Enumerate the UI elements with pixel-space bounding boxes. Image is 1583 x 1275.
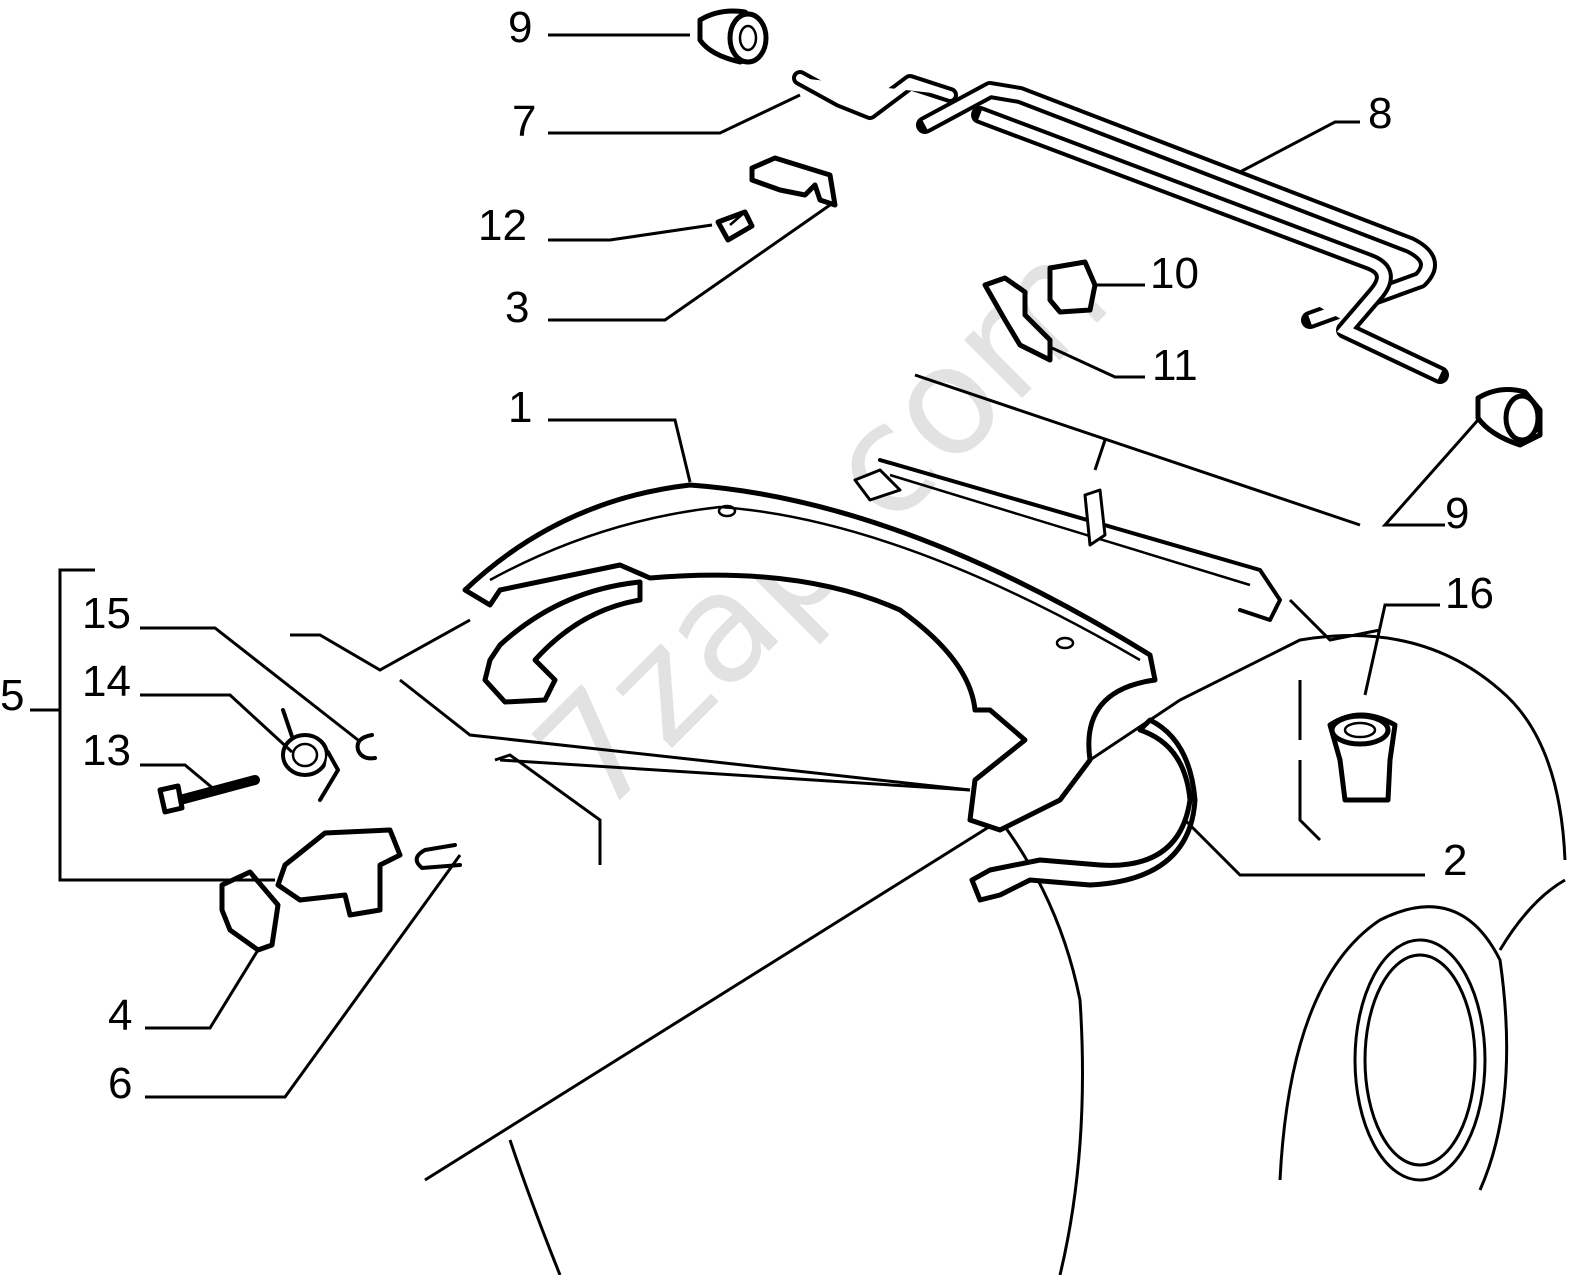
pin-part-13 (157, 775, 260, 815)
callout-3: 3 (505, 283, 529, 332)
bushing-part-9-top (697, 8, 769, 65)
rod-part-7-inner (796, 74, 954, 116)
clip-part-15 (355, 733, 377, 761)
callout-5: 5 (0, 671, 24, 720)
callout-16: 16 (1445, 569, 1494, 618)
clip-part-3 (749, 155, 838, 208)
grommet-part-16 (1327, 712, 1398, 803)
bushing-part-9-right (1475, 387, 1543, 448)
rail-assembly (853, 458, 1282, 622)
callout-2: 2 (1443, 836, 1467, 885)
bracket-part-11 (982, 275, 1053, 363)
spring-part-14 (281, 708, 340, 802)
seal-part-2 (969, 717, 1198, 903)
leader-lines (30, 33, 1480, 1099)
callout-10: 10 (1150, 249, 1199, 298)
callout-14: 14 (82, 657, 131, 706)
callout-15: 15 (82, 589, 131, 638)
callout-4: 4 (108, 991, 132, 1040)
callout-12: 12 (478, 201, 527, 250)
rod-part-8 (916, 81, 1449, 384)
callout-1: 1 (508, 383, 532, 432)
callout-9-top: 9 (508, 3, 532, 52)
callout-7: 7 (512, 97, 536, 146)
callout-13: 13 (82, 726, 131, 775)
clip-part-10 (1047, 259, 1098, 315)
callout-11: 11 (1152, 341, 1198, 390)
plate-part-5 (275, 827, 403, 918)
callout-6: 6 (108, 1059, 132, 1108)
frame-part-1 (462, 482, 1158, 833)
bolt-part-12 (715, 209, 755, 243)
block-part-4 (219, 869, 281, 953)
callout-8: 8 (1368, 89, 1392, 138)
clip-part-6 (414, 843, 462, 870)
callout-9-right: 9 (1445, 489, 1469, 538)
